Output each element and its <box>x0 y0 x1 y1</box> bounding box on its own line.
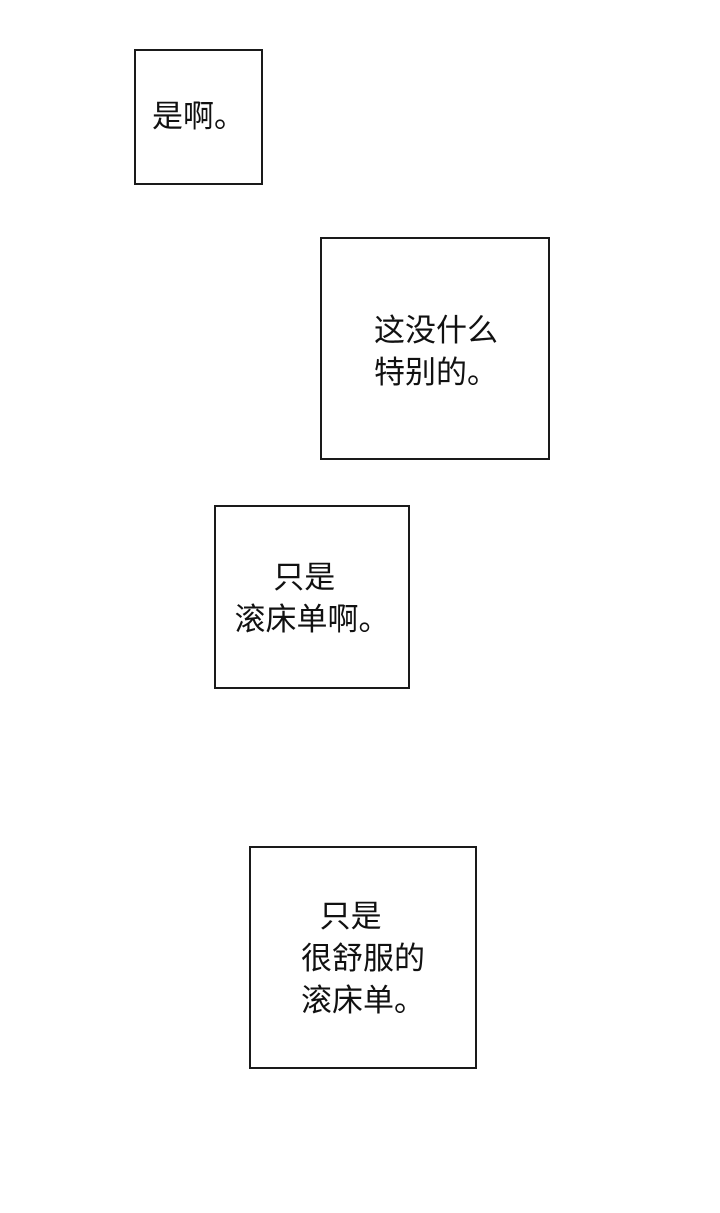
panel-line: 只是 <box>273 560 336 596</box>
panel-text: 只是 滚床单啊。 <box>235 557 390 641</box>
speech-panel-3: 只是 滚床单啊。 <box>214 505 410 689</box>
panel-line: 滚床单。 <box>301 982 425 1019</box>
panel-line: 滚床单啊。 <box>234 602 390 638</box>
panel-line: 是啊。 <box>152 99 245 135</box>
panel-line: 特别的。 <box>374 354 498 391</box>
speech-panel-2: 这没什么 特别的。 <box>320 237 550 460</box>
panel-text: 这没什么 特别的。 <box>374 310 498 394</box>
panel-line: 很舒服的 <box>301 940 425 977</box>
panel-text: 只是 很舒服的 滚床单。 <box>301 896 425 1022</box>
speech-panel-4: 只是 很舒服的 滚床单。 <box>249 846 477 1069</box>
speech-panel-1: 是啊。 <box>134 49 263 185</box>
panel-text: 是啊。 <box>152 96 245 138</box>
panel-line: 这没什么 <box>374 312 498 349</box>
panel-line: 只是 <box>319 898 382 935</box>
